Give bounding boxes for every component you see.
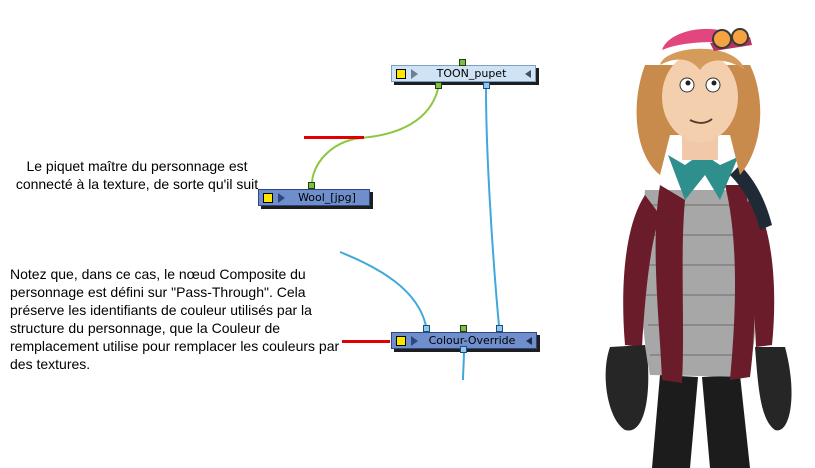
wool-input-port[interactable] [308, 182, 315, 189]
annotation-pointer-top [304, 136, 364, 139]
play-arrow-icon [411, 335, 418, 346]
collapse-triangle-icon[interactable] [526, 336, 532, 345]
play-arrow-icon [411, 68, 418, 79]
node-enable-icon[interactable] [263, 192, 273, 203]
annotation-pointer-bottom [342, 340, 390, 343]
node-label: Wool_[jpg] [298, 191, 356, 204]
toon-output-port-green[interactable] [435, 82, 442, 89]
node-enable-icon[interactable] [396, 335, 406, 346]
override-input-port-left[interactable] [423, 325, 430, 332]
node-toon-pupet[interactable]: TOON_pupet [391, 65, 536, 82]
toon-input-port[interactable] [459, 59, 466, 66]
node-enable-icon[interactable] [396, 68, 406, 79]
node-label: TOON_pupet [436, 67, 507, 80]
override-output-port[interactable] [460, 346, 467, 353]
wire-incoming-override [339, 251, 427, 327]
override-input-port-center[interactable] [460, 325, 467, 332]
character-illustration [605, 28, 792, 468]
toon-output-port-blue[interactable] [483, 82, 490, 89]
override-input-port-right[interactable] [496, 325, 503, 332]
annotation-top: Le piquet maître du personnage est conne… [15, 158, 259, 197]
wire-override-output [462, 349, 465, 381]
node-label: Colour-Override [428, 334, 516, 347]
wire-toon-to-override [485, 88, 500, 327]
play-arrow-icon [278, 192, 285, 203]
annotation-bottom: Notez que, dans ce cas, le nœud Composit… [10, 266, 340, 372]
node-wool[interactable]: Wool_[jpg] [258, 189, 370, 206]
collapse-triangle-icon[interactable] [525, 69, 531, 78]
